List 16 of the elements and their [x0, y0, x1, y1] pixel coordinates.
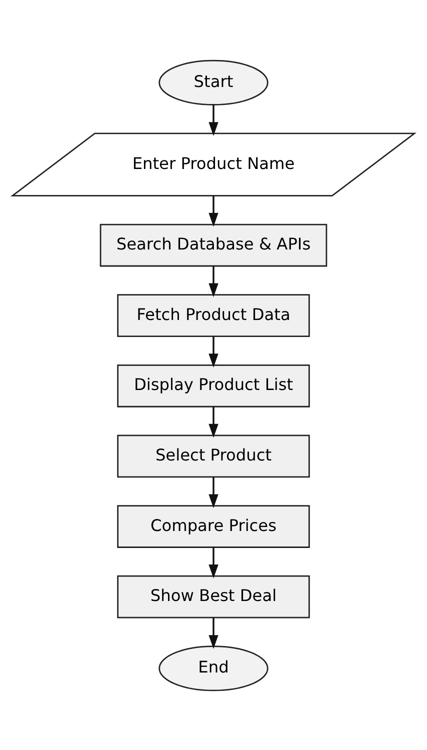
arrow — [208, 546, 218, 578]
arrow — [208, 476, 218, 508]
node-ellipse: End — [158, 645, 268, 691]
node-ellipse: Start — [158, 59, 268, 105]
node-box: Show Best Deal — [117, 574, 310, 618]
arrow — [208, 406, 218, 438]
node-box: Display Product List — [117, 364, 310, 407]
arrow — [208, 617, 218, 648]
arrow — [208, 195, 218, 226]
node-box: Search Database & APIs — [100, 223, 328, 266]
node-box: Fetch Product Data — [117, 294, 310, 336]
node-box: Compare Prices — [117, 504, 310, 548]
node-box: Select Product — [117, 434, 310, 478]
arrow — [208, 104, 218, 136]
arrow — [208, 336, 218, 367]
arrow — [208, 266, 218, 297]
